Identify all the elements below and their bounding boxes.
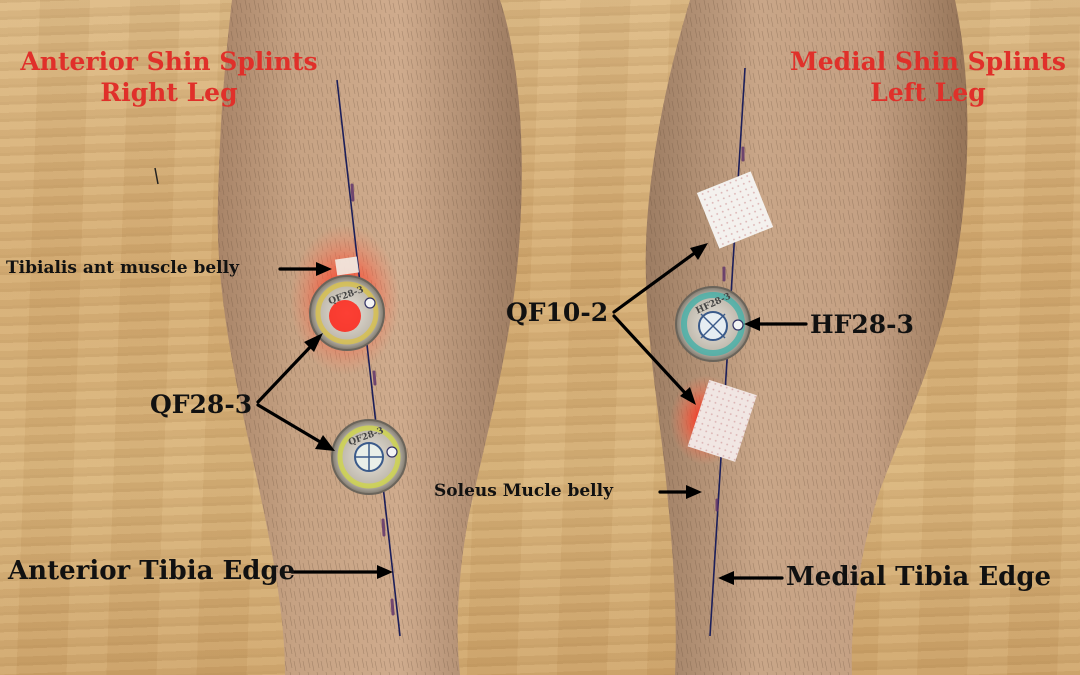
anterior-tibia-line [336, 79, 401, 637]
label-hf28: HF28-3 [810, 310, 914, 339]
title-left-leg-line1: Medial Shin Splints [790, 47, 1066, 76]
tape-qf10-top [696, 171, 774, 249]
label-qf28: QF28-3 [150, 390, 253, 419]
label-tibialis: Tibialis ant muscle belly [6, 258, 239, 278]
title-right-leg: Anterior Shin Splints Right Leg [14, 46, 324, 109]
tape-tibialis [334, 256, 360, 276]
label-soleus: Soleus Mucle belly [434, 481, 613, 501]
magnet-qf28-top [309, 275, 385, 351]
left-leg [645, 0, 968, 675]
skin-marks [350, 146, 745, 616]
annotation-arrows [256, 243, 808, 585]
tape-qf10-bottom [687, 379, 757, 462]
label-medial-tibia-edge: Medial Tibia Edge [786, 562, 1052, 592]
magnet-qf28-bottom [331, 419, 407, 495]
title-right-leg-line1: Anterior Shin Splints [20, 47, 318, 76]
label-anterior-tibia-edge: Anterior Tibia Edge [8, 556, 296, 586]
label-qf10: QF10-2 [506, 298, 609, 327]
title-left-leg-line2: Left Leg [870, 78, 986, 108]
magnet-hf28 [675, 286, 751, 362]
title-left-leg: Medial Shin Splints Left Leg [782, 46, 1074, 109]
title-right-leg-line2: Right Leg [100, 78, 238, 108]
wood-mark [154, 167, 159, 185]
